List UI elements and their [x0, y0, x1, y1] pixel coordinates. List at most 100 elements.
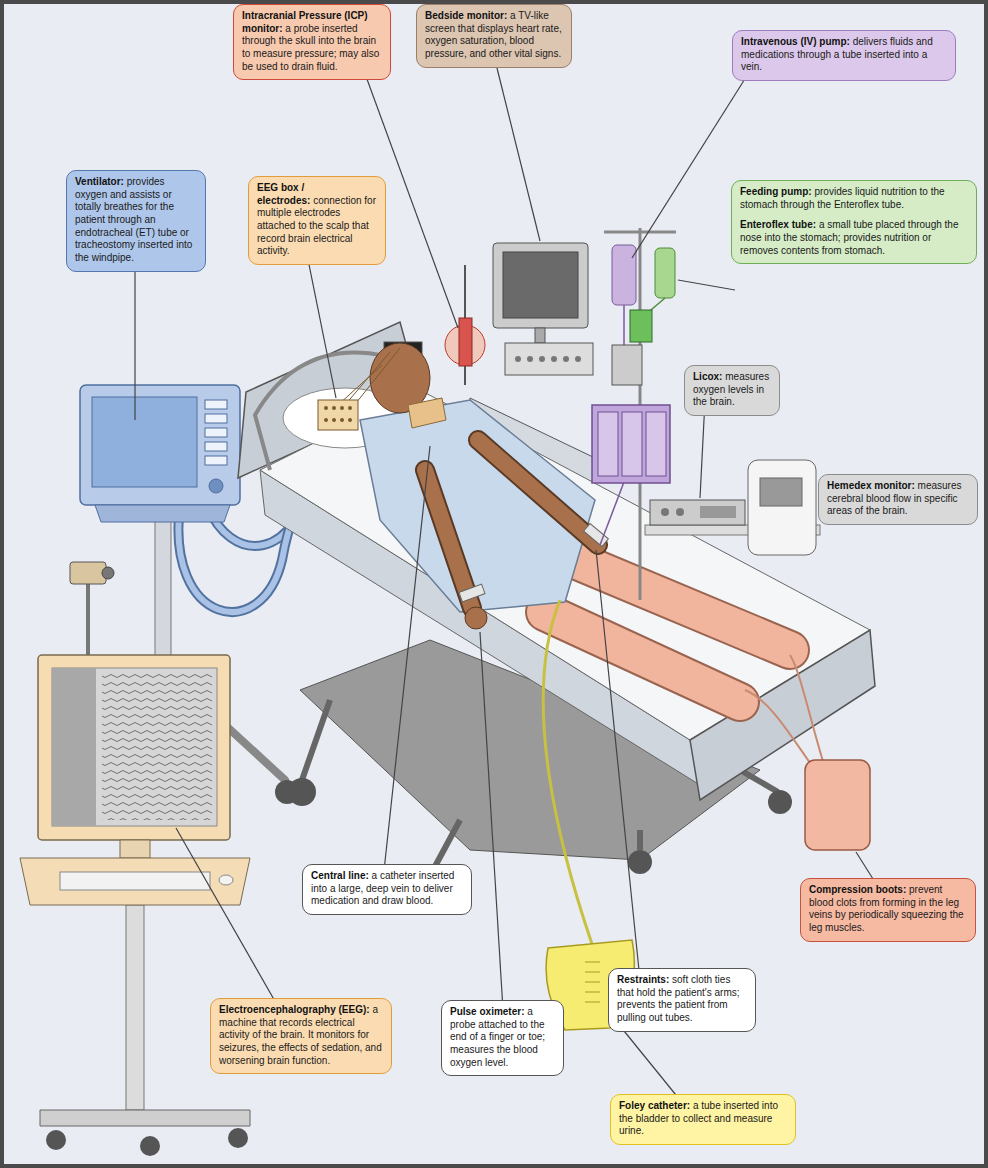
- callout-entry: Hemedex monitor:measures cerebral blood …: [827, 480, 969, 518]
- eeg-computer: [140, 1136, 160, 1156]
- callout-heading: Enteroflex tube:: [740, 219, 816, 230]
- callout-entry: Licox:measures oxygen levels in the brai…: [693, 371, 771, 409]
- foley-bag: [585, 992, 600, 993]
- bedside-monitor: [515, 356, 521, 362]
- callout-heading: Electroencephalography (EEG):: [219, 1004, 370, 1015]
- eeg-electrode-box: [345, 352, 390, 405]
- iv-pole: [630, 310, 652, 342]
- eeg-computer: [102, 674, 212, 820]
- eeg-computer: [60, 872, 210, 890]
- leader-line: [383, 446, 430, 880]
- bedside-monitor: [493, 243, 588, 328]
- ventilator-machine: [205, 428, 227, 437]
- iv-pole: [622, 412, 642, 476]
- icp-device: [445, 265, 485, 385]
- iv-pole: [612, 245, 636, 305]
- eeg-electrode-box: [348, 418, 352, 422]
- eeg-computer: [20, 655, 250, 1156]
- leader-line: [596, 550, 640, 980]
- bedside-monitor: [575, 356, 581, 362]
- ventilator-machine: [80, 385, 240, 505]
- eeg-computer: [38, 655, 230, 840]
- bedside-monitor: [505, 343, 593, 375]
- callout-heading: Feeding pump:: [740, 186, 812, 197]
- eeg-electrode-box: [332, 406, 336, 410]
- ventilator-cart: [155, 520, 171, 670]
- patient: [584, 523, 609, 546]
- eeg-computer: [126, 905, 144, 1110]
- iv-pole: [646, 412, 666, 476]
- foley-bag: [585, 1002, 600, 1003]
- patient: [545, 612, 740, 702]
- iv-pole: [604, 231, 676, 234]
- bedside-monitor: [503, 252, 578, 318]
- callout-box: Ventilator:provides oxygen and assists o…: [66, 170, 206, 272]
- callout-box: Foley catheter:a tube inserted into the …: [610, 1094, 796, 1145]
- iv-pole: [655, 248, 675, 298]
- bedside-monitor: [551, 356, 557, 362]
- callout-box: Pulse oximeter:a probe attached to the e…: [441, 1000, 564, 1076]
- patient: [478, 440, 598, 545]
- foley-bag: [585, 972, 600, 973]
- bedside-monitor: [563, 356, 569, 362]
- eeg-camera: [86, 584, 90, 660]
- foley-bag: [543, 600, 592, 944]
- iv-pole: [592, 228, 676, 600]
- patient: [545, 612, 740, 702]
- leader-line: [480, 632, 503, 1010]
- eeg-computer: [52, 668, 96, 826]
- callout-box: Licox:measures oxygen levels in the brai…: [684, 365, 780, 416]
- bedside-monitor: [493, 243, 593, 375]
- callout-box: Intravenous (IV) pump:delivers fluids an…: [732, 30, 956, 81]
- callout-heading: Ventilator:: [75, 176, 124, 187]
- ventilator-machine: [80, 385, 240, 522]
- callout-entry: EEG box / electrodes:connection for mult…: [257, 182, 377, 258]
- callout-box: Central line:a catheter inserted into a …: [302, 864, 472, 915]
- eeg-electrode-box: [318, 348, 400, 430]
- callout-entry: Intravenous (IV) pump:delivers fluids an…: [741, 36, 947, 74]
- callout-entry: Compression boots:prevent blood clots fr…: [809, 884, 967, 935]
- hospital-bed: [288, 778, 316, 806]
- callout-heading: Hemedex monitor:: [827, 480, 915, 491]
- eeg-computer: [120, 840, 150, 858]
- brain-monitors: [645, 460, 820, 555]
- callout-heading: Compression boots:: [809, 884, 906, 895]
- hospital-bed: [302, 700, 330, 780]
- callout-text: provides oxygen and assists or totally b…: [75, 176, 192, 263]
- eeg-computer: [228, 1128, 248, 1148]
- eeg-electrode-box: [324, 418, 328, 422]
- ventilator-machine: [205, 400, 227, 409]
- ventilator-machine: [205, 442, 227, 451]
- icp-device: [459, 318, 472, 366]
- brain-monitors: [700, 506, 736, 518]
- brain-monitors: [676, 508, 684, 516]
- leader-line: [620, 1026, 680, 1100]
- foley-bag: [585, 962, 600, 963]
- iv-pole: [623, 305, 625, 345]
- brain-monitors: [760, 478, 802, 506]
- patient: [425, 470, 472, 608]
- callout-entry: Central line:a catheter inserted into a …: [311, 870, 463, 908]
- eeg-computer: [40, 1110, 250, 1126]
- iv-pole: [612, 345, 642, 385]
- compression-pump: [745, 655, 870, 850]
- callout-heading: Central line:: [311, 870, 369, 881]
- callout-entry: Bedside monitor:a TV-like screen that di…: [425, 10, 563, 61]
- callout-heading: Restraints:: [617, 974, 669, 985]
- leader-line: [176, 828, 280, 1010]
- eeg-camera: [70, 562, 106, 584]
- callout-box: Intracranial Pressure (ICP) monitor:a pr…: [233, 4, 391, 80]
- eeg-electrode-box: [348, 406, 352, 410]
- callout-heading: Foley catheter:: [619, 1100, 690, 1111]
- brain-monitors: [661, 508, 669, 516]
- brain-monitors: [650, 500, 745, 525]
- compression-pump: [745, 690, 815, 770]
- callout-box: Electroencephalography (EEG):a machine t…: [210, 998, 392, 1074]
- ventilator-machine: [95, 505, 230, 522]
- ventilator-machine: [92, 397, 197, 487]
- callout-box: Compression boots:prevent blood clots fr…: [800, 878, 976, 942]
- bedside-monitor: [539, 356, 545, 362]
- patient: [425, 470, 472, 608]
